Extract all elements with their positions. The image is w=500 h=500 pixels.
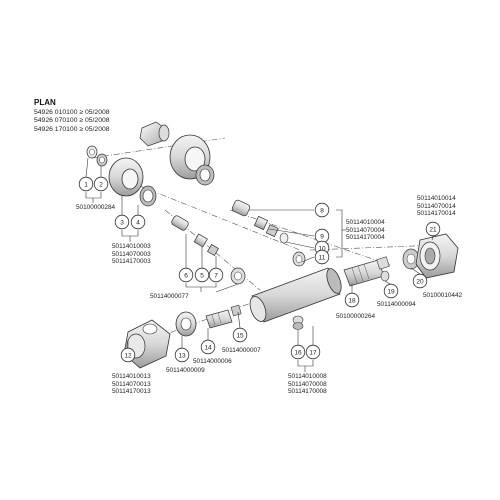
part-number-5-7: 50114000077 (150, 293, 189, 300)
cartridge-parts-8-11 (231, 199, 306, 267)
callout-circle (93, 176, 109, 192)
callout-number: 10 (318, 245, 326, 252)
part-number-18: 50100000264 (336, 313, 376, 320)
top-nut-fitting (139, 121, 170, 147)
callout-circle (305, 344, 321, 360)
callout-number: 20 (416, 278, 424, 285)
callout-circle (425, 221, 441, 237)
spindle-14-15 (205, 304, 242, 329)
part-number-line: 50114010008 (288, 373, 327, 380)
callout-number: 8 (320, 207, 324, 214)
part-number-line: 50114010003 (112, 243, 151, 250)
small-rings-1-2 (86, 145, 108, 167)
part-number-19: 50114000094 (377, 301, 416, 308)
part-number-1-2: 50100000284 (76, 204, 116, 211)
filter-19 (380, 270, 390, 282)
coupling-13 (175, 311, 197, 337)
callout-circle (174, 347, 190, 363)
plan-title: PLAN (34, 98, 56, 107)
callout-number: 14 (204, 344, 212, 351)
part-number-line: 50114010004 (346, 219, 385, 226)
callout-number: 16 (294, 349, 302, 356)
part-number-line: 50114170013 (112, 388, 151, 396)
callout-circle (290, 344, 306, 360)
callout-number: 11 (319, 254, 326, 261)
part-number-line: 50114070003 (112, 250, 151, 258)
callout-number: 4 (136, 219, 140, 226)
callout-circle (208, 267, 224, 283)
callout-number: 1 (84, 181, 88, 188)
callout-number: 21 (429, 226, 437, 233)
callout-circle (178, 267, 194, 283)
inlet-elbow-20-21 (402, 233, 459, 279)
callout-circle (114, 214, 130, 230)
callout-number: 19 (387, 288, 395, 295)
model-line: 54926 070100 ≥ 05/2008 (34, 117, 110, 125)
callout-number: 2 (99, 181, 103, 188)
callout-circle (200, 339, 216, 355)
model-list: 54926 010100 ≥ 05/2008 54926 070100 ≥ 05… (34, 109, 110, 134)
model-line: 54926 170100 ≥ 05/2008 (34, 125, 110, 133)
main-body-tube (249, 267, 342, 323)
part-number-line: 50114170003 (112, 258, 151, 266)
part-number-line: 50114070013 (112, 380, 151, 388)
callout-circle (383, 283, 399, 299)
callout-number: 12 (124, 352, 132, 359)
callout-number: 13 (178, 352, 186, 359)
part-number-line: 50114010013 (112, 373, 151, 380)
o-ring-16-17 (292, 315, 304, 330)
callout-circle (314, 202, 330, 218)
part-number-line: 50114170008 (288, 388, 327, 396)
round-cap-top (169, 134, 215, 186)
callout-number: 18 (348, 297, 356, 304)
callout-circle (314, 249, 330, 265)
callout-circle (344, 292, 360, 308)
callout-circle (412, 273, 428, 289)
callout-circle (130, 214, 146, 230)
callout-number: 5 (200, 272, 204, 279)
part-number-line: 50114070014 (417, 202, 456, 210)
part-number-line: 50114170004 (346, 234, 385, 242)
callout-number: 3 (120, 219, 124, 226)
part-number-14: 50114000006 (193, 358, 232, 365)
part-number-line: 50114070004 (346, 226, 385, 234)
round-cap-left (108, 157, 157, 207)
callout-number: 7 (214, 272, 218, 279)
callout-number: 9 (320, 233, 324, 240)
model-line: 54926 010100 ≥ 05/2008 (34, 109, 110, 116)
part-number-line: 50114010014 (417, 195, 456, 202)
part-number-line: 50114070008 (288, 380, 327, 388)
part-number-20: 50100010442 (423, 292, 463, 299)
callout-circle (120, 347, 136, 363)
callout-circle (78, 176, 94, 192)
callout-number: 17 (309, 349, 317, 356)
callout-number: 15 (236, 332, 244, 339)
part-number-13: 50114000009 (166, 367, 205, 374)
cartridge-18 (343, 256, 390, 287)
part-number-line: 50114170014 (417, 210, 456, 218)
part-number-15: 50114000007 (222, 347, 261, 354)
cartridge-parts-5-7 (171, 215, 246, 285)
callout-number: 6 (184, 272, 188, 279)
leader-lines (85, 157, 434, 372)
callout-circle (232, 327, 248, 343)
